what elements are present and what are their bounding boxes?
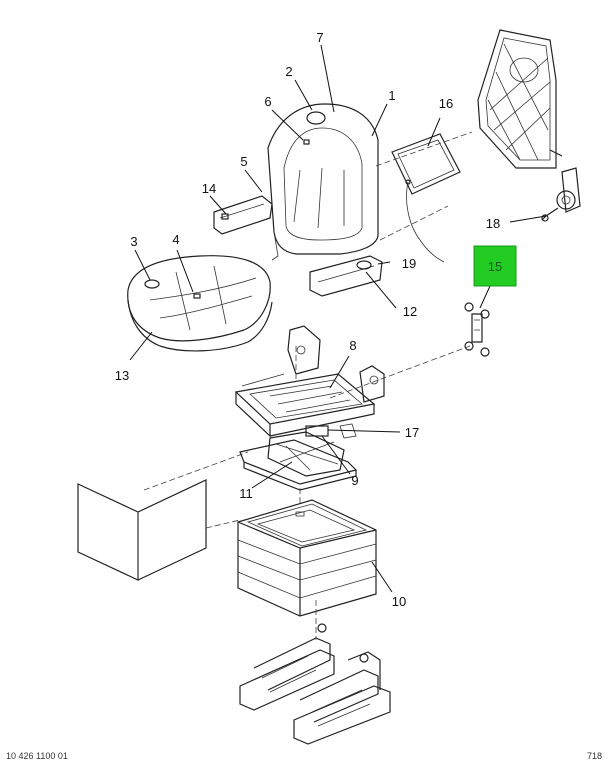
callout-2: 2 xyxy=(285,64,292,79)
base-riser-left[interactable] xyxy=(239,623,335,711)
callout-6: 6 xyxy=(264,94,271,109)
cushion-emblem[interactable] xyxy=(144,279,160,289)
callout-16: 16 xyxy=(439,96,453,111)
backrest-emblem[interactable] xyxy=(306,111,326,125)
footer-right: 718 xyxy=(586,751,602,761)
armrest-right-control[interactable] xyxy=(356,260,372,270)
callout-13: 13 xyxy=(115,368,129,383)
footer-left: 10 426 1100 01 xyxy=(6,751,68,761)
backrest-fastener[interactable] xyxy=(303,139,310,145)
callout-19: 19 xyxy=(402,256,416,271)
packing-box xyxy=(77,479,207,581)
highlight-box[interactable] xyxy=(473,245,517,287)
cushion-fastener[interactable] xyxy=(193,293,201,299)
callout-7: 7 xyxy=(316,30,323,45)
callout-12: 12 xyxy=(403,304,417,319)
armrest-left-cap[interactable] xyxy=(221,213,229,220)
callout-5: 5 xyxy=(240,154,247,169)
callout-11: 11 xyxy=(239,486,253,501)
highlight-label: 15 xyxy=(488,259,502,274)
callout-10: 10 xyxy=(392,594,406,609)
leader-lines xyxy=(129,44,547,593)
seat-backrest[interactable] xyxy=(267,103,379,261)
armrest-left[interactable] xyxy=(213,195,273,235)
callout-18: 18 xyxy=(486,216,500,231)
bellows-cover[interactable] xyxy=(237,499,377,617)
assembly-lines xyxy=(143,131,473,640)
callout-17: 17 xyxy=(405,425,419,440)
seat-cushion[interactable] xyxy=(127,255,273,352)
seat-slide-frame[interactable] xyxy=(234,325,385,438)
suspension-valve[interactable] xyxy=(305,425,329,437)
shock-absorber[interactable] xyxy=(464,302,490,357)
recliner-mechanism[interactable] xyxy=(541,167,581,222)
seat-back-frame[interactable] xyxy=(477,29,563,169)
callout-4: 4 xyxy=(172,232,179,247)
callout-8: 8 xyxy=(349,338,356,353)
armrest-right[interactable] xyxy=(309,255,383,297)
callout-3: 3 xyxy=(130,234,137,249)
callout-9: 9 xyxy=(351,473,358,488)
back-panel[interactable] xyxy=(391,133,461,263)
suspension-mechanism[interactable] xyxy=(267,423,357,477)
base-riser-right[interactable] xyxy=(293,651,391,745)
callout-14: 14 xyxy=(202,181,216,196)
callout-1: 1 xyxy=(388,88,395,103)
